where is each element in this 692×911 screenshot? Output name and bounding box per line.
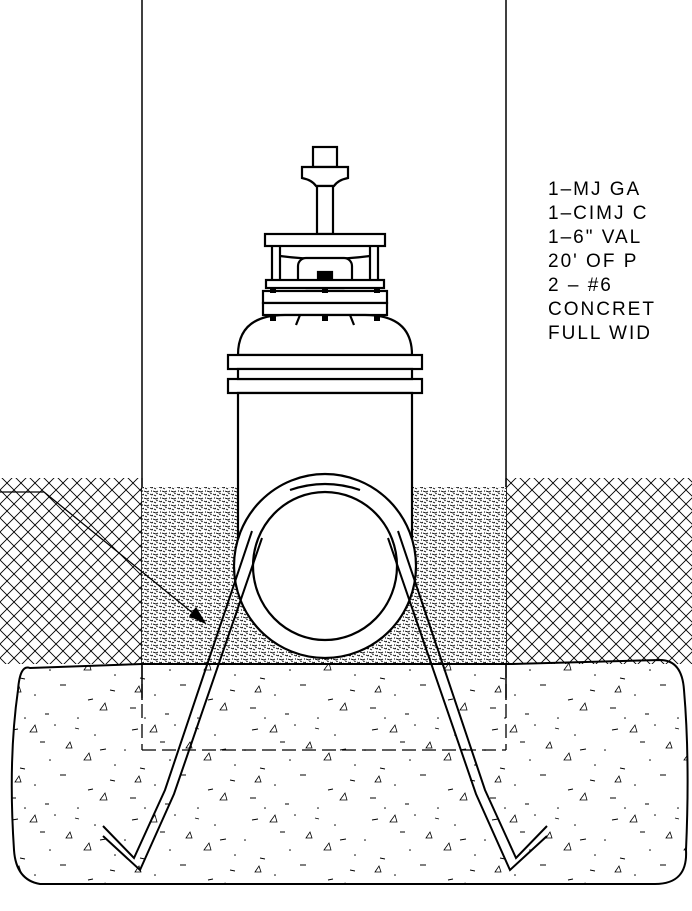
note-line: 20' OF P [548,251,639,272]
valve-bonnet [236,313,414,357]
leader-line [0,491,207,625]
note-line: 1–MJ GA [548,179,642,200]
flange-bolts [270,287,380,321]
note-line: 2 – #6 [548,275,613,296]
water-main-pipe [232,472,418,660]
operating-nut [311,145,339,169]
valve-stem [315,184,335,236]
note-line: 1–CIMJ C [548,203,649,224]
note-line: FULL WID [548,323,652,344]
note-line: CONCRET [548,299,656,320]
material-notes: 1–MJ GA 1–CIMJ C 1–6" VAL 20' OF P 2 – #… [548,178,692,346]
rebar-restraint-right [387,530,548,872]
trench-hidden-lines [141,664,507,751]
rebar-restraint-left [102,530,263,872]
native-soil-hatch [0,478,692,664]
concrete-thrust-block [10,658,689,885]
note-line: 1–6" VAL [548,227,643,248]
